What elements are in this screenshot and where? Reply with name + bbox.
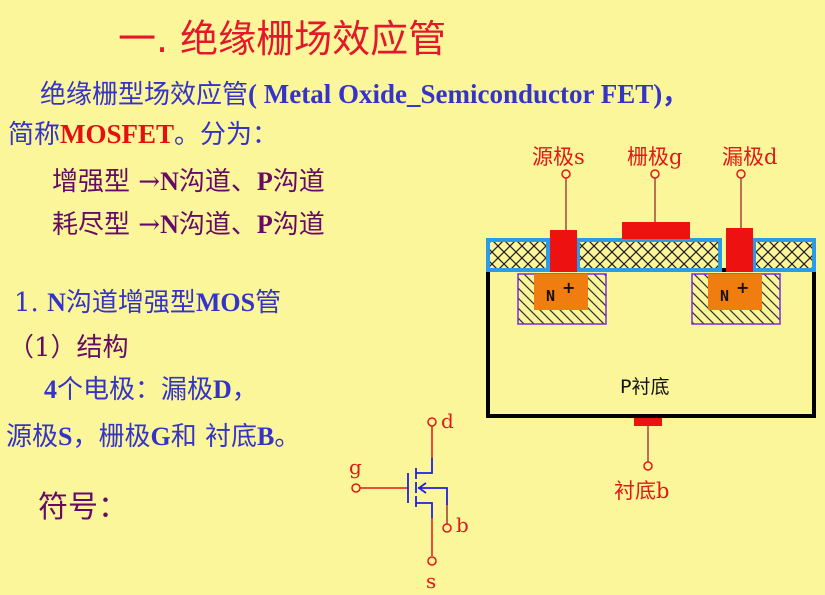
drain-label: 漏极d: [722, 145, 777, 169]
e2d: G: [150, 422, 171, 451]
mos-symbol: d g b s: [349, 409, 469, 593]
arrow: →: [138, 167, 161, 197]
e1c: D: [213, 375, 232, 404]
source-metal: [550, 230, 577, 272]
intro-pre: 简称: [8, 120, 61, 150]
gate-label: 栅极g: [627, 145, 682, 169]
oxide-center: [576, 238, 722, 272]
intro-post: 。分为：: [174, 120, 279, 150]
symbol-d-label: d: [441, 409, 454, 433]
electrodes-line-2: 源极S，栅极G和 衬底B。: [6, 416, 300, 453]
n-plus-drain: [708, 274, 762, 310]
intro-line-1: 绝缘栅型场效应管( Metal Oxide_Semiconductor FET)…: [40, 72, 689, 111]
gate-metal: [622, 222, 690, 239]
type-name: 增强型: [52, 167, 131, 197]
n-suffix: 沟道、: [178, 167, 257, 197]
e2f: B: [257, 422, 275, 451]
heading-n: N: [47, 288, 66, 317]
symbol-s-label: s: [426, 569, 436, 593]
heading-num: 1.: [14, 288, 48, 318]
oxide-right: [752, 238, 816, 272]
e2c: ，栅极: [72, 422, 151, 452]
heading-mid: 沟道增强型: [65, 288, 196, 318]
n-plus-source: [534, 274, 588, 310]
substrate-label: P衬底: [620, 376, 669, 398]
p-letter: P: [256, 167, 273, 196]
electrodes-line-1: 4个电极：漏极D，: [44, 369, 258, 406]
intro-cn: 绝缘栅型场效应管: [40, 80, 249, 110]
symbol-g-label: g: [349, 455, 362, 479]
body-metal: [634, 418, 662, 426]
type-depletion: 耗尽型 →N沟道、P沟道: [52, 204, 325, 241]
n-suffix: 沟道、: [178, 210, 257, 240]
e2g: 。: [274, 422, 301, 452]
subsection-structure: （1）结构: [8, 333, 129, 363]
n-plus-label: N: [546, 287, 555, 305]
intro-line-2: 简称MOSFET。分为：: [8, 114, 278, 151]
mos-structure-diagram: N + N + 源极s 栅极g 漏极d P衬底 衬底b: [486, 145, 816, 503]
plus-sign: +: [562, 278, 575, 297]
type-enhancement: 增强型 →N沟道、P沟道: [52, 161, 325, 198]
p-suffix: 沟道: [272, 210, 325, 240]
p-suffix: 沟道: [272, 167, 325, 197]
e2b: S: [58, 422, 73, 451]
e2e: 和 衬底: [170, 422, 257, 452]
p-letter: P: [256, 210, 273, 239]
body-label: 衬底b: [614, 479, 669, 503]
arrow: →: [138, 210, 161, 240]
e1d: ，: [231, 375, 258, 405]
plus-sign: +: [736, 278, 749, 297]
symbol-b-label: b: [456, 513, 469, 537]
drain-metal: [726, 228, 753, 272]
heading-mos: MOS: [195, 288, 256, 317]
mosfet-abbr: MOSFET: [60, 119, 175, 149]
source-label: 源极s: [532, 145, 585, 169]
type-name: 耗尽型: [52, 210, 131, 240]
heading-end: 管: [255, 288, 282, 318]
n-letter: N: [160, 210, 179, 239]
oxide-left: [486, 238, 550, 272]
symbol-label: 符号：: [38, 490, 128, 525]
e2a: 源极: [6, 422, 59, 452]
section-heading: 1. N沟道增强型MOS管: [14, 282, 281, 319]
n-plus-label: N: [720, 287, 729, 305]
e1a: 4: [44, 375, 57, 404]
e1b: 个电极：漏极: [57, 375, 214, 405]
slide-title: 一. 绝缘栅场效应管: [118, 17, 447, 61]
n-letter: N: [160, 167, 179, 196]
intro-en: ( Metal Oxide_Semiconductor FET)，: [248, 79, 690, 109]
